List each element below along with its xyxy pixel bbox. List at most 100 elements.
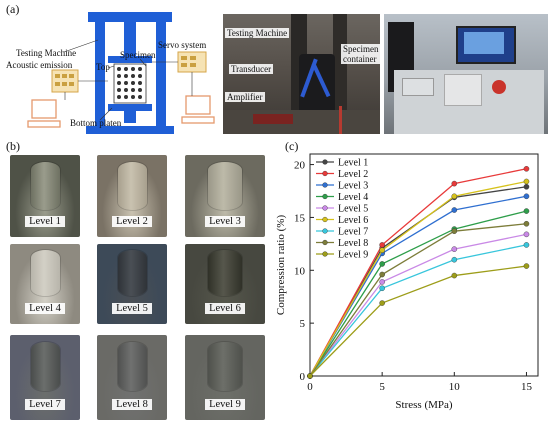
legend-marker: [322, 216, 328, 223]
sample-photo: Level 8: [97, 335, 167, 420]
sample-photo: Level 3: [185, 155, 265, 237]
legend-marker: [322, 228, 328, 234]
sample-label: Level 1: [25, 216, 65, 227]
sample-label: Level 9: [205, 399, 245, 410]
sample-label: Level 5: [112, 303, 152, 314]
x-axis-label: Stress (MPa): [395, 399, 452, 411]
data-point: [451, 272, 458, 279]
panel-label-c: (c): [285, 139, 299, 153]
x-tick-label: 10: [449, 381, 461, 393]
y-tick-label: 0: [300, 371, 306, 383]
servo-system-label: Servo system: [158, 40, 207, 50]
data-point: [451, 180, 458, 187]
legend-marker: [322, 251, 328, 257]
specimen-cylinder: [118, 162, 147, 210]
data-point: [523, 165, 530, 172]
legend-label: Level 3: [338, 181, 368, 192]
data-point: [379, 247, 385, 253]
data-point: [379, 279, 385, 285]
sample-photo: Level 1: [10, 155, 80, 237]
specimen-cylinder: [208, 162, 242, 210]
series-line: [309, 180, 527, 377]
legend-label: Level 7: [338, 227, 368, 238]
y-tick-label: 20: [294, 160, 306, 172]
data-point: [307, 373, 313, 379]
specimen-container-label: Specimen container: [341, 44, 380, 64]
sample-label: Level 8: [112, 399, 152, 410]
x-tick-label: 15: [521, 381, 533, 393]
testing-machine-photo: Testing Machine Transducer Amplifier Spe…: [223, 14, 380, 134]
data-point: [379, 271, 385, 278]
data-point: [379, 300, 385, 306]
series-line: [309, 233, 527, 377]
legend-label: Level 9: [338, 250, 368, 261]
legend-marker: [322, 182, 328, 188]
y-tick-label: 15: [294, 212, 306, 224]
specimen-cylinder: [208, 342, 242, 391]
panel-label-a: (a): [6, 2, 20, 16]
data-point: [523, 208, 530, 214]
legend-label: Level 4: [338, 192, 368, 203]
sample-label: Level 7: [25, 399, 65, 410]
y-tick-label: 5: [300, 318, 306, 330]
specimen-cylinder: [118, 342, 147, 391]
sample-photo: Level 6: [185, 244, 265, 324]
legend-label: Level 6: [338, 215, 368, 226]
data-point: [523, 220, 530, 227]
data-point: [523, 183, 530, 190]
data-point: [451, 228, 458, 234]
transducer-label: Transducer: [229, 64, 274, 74]
legend-marker: [322, 193, 328, 200]
legend-label: Level 2: [338, 169, 368, 180]
legend-label: Level 5: [338, 204, 368, 215]
sample-photo: Level 2: [97, 155, 167, 237]
sample-label: Level 2: [112, 216, 152, 227]
sample-photo: Level 7: [10, 335, 80, 420]
legend-label: Level 1: [338, 158, 368, 169]
photo-testing-machine-label: Testing Machine: [225, 28, 290, 38]
control-equipment-photo: [384, 14, 548, 134]
specimen-label: Specimen: [120, 50, 156, 60]
series-line: [309, 265, 527, 377]
sample-photo: Level 5: [97, 244, 167, 324]
bottom-platen-label: Bottom platen: [70, 118, 122, 128]
specimen-cylinder: [31, 342, 60, 391]
data-point: [451, 207, 458, 213]
legend-marker: [322, 159, 328, 165]
amplifier-label: Amplifier: [225, 92, 265, 102]
specimen-cylinder: [31, 162, 60, 210]
data-point: [523, 193, 530, 200]
data-point: [379, 285, 385, 292]
data-point: [523, 263, 530, 269]
series-line: [309, 195, 527, 377]
legend-label: Level 8: [338, 238, 368, 249]
data-point: [451, 256, 458, 263]
specimen-cylinder: [208, 250, 242, 296]
sample-label: Level 3: [205, 216, 245, 227]
data-point: [379, 242, 385, 248]
plot-frame: [309, 153, 539, 377]
legend-marker: [322, 239, 328, 246]
panel-label-b: (b): [6, 139, 20, 153]
series-line: [309, 210, 527, 377]
sample-photo: Level 9: [185, 335, 265, 420]
schematic-drawing: [27, 12, 215, 134]
data-point: [523, 231, 530, 238]
series-line: [309, 168, 527, 377]
sample-label: Level 6: [205, 303, 245, 314]
series-line: [309, 223, 527, 377]
data-point: [523, 178, 530, 185]
acoustic-emission-label: Acoustic emission: [6, 60, 73, 70]
sample-label: Level 4: [25, 303, 65, 314]
data-point: [451, 193, 458, 200]
specimen-cylinder: [31, 250, 60, 296]
testing-machine-label: Testing Machine: [16, 48, 77, 58]
y-axis-label: Compression ratio (%): [275, 215, 287, 316]
top-label: Top: [96, 62, 110, 72]
testing-system-schematic: Testing Machine Acoustic emission Top Sp…: [0, 0, 222, 140]
data-point: [451, 246, 458, 252]
sample-photo: Level 4: [10, 244, 80, 324]
legend-marker: [322, 205, 328, 211]
